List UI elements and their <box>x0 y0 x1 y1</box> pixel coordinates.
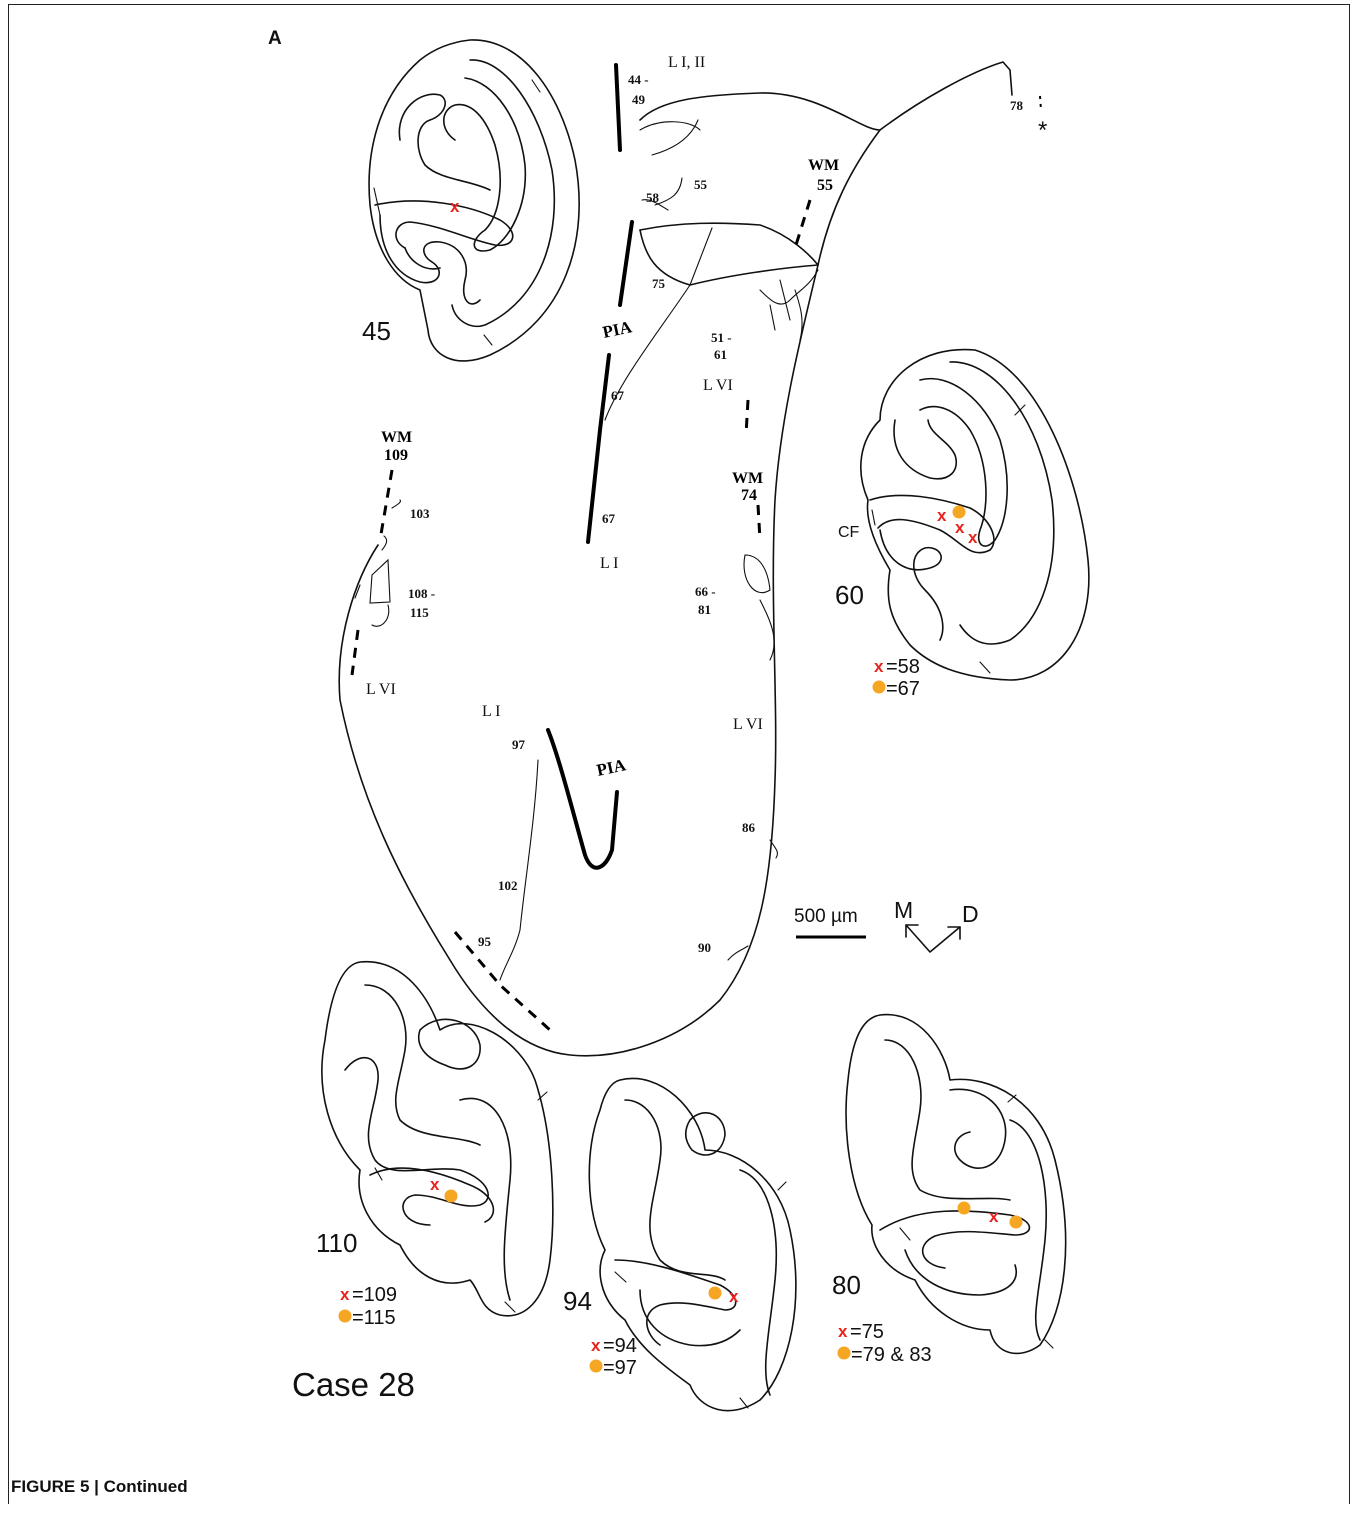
label-wm109a: WM <box>381 429 412 446</box>
marker-x: x <box>729 1287 739 1306</box>
label-75: 75 <box>652 276 666 291</box>
label-lvi-top: L VI <box>703 377 733 394</box>
label-66-81b: 81 <box>698 602 711 617</box>
orientation-medial: M <box>894 897 913 923</box>
label-li-low: L I <box>482 703 501 720</box>
label-67a: 67 <box>611 388 625 403</box>
label-95: 95 <box>478 934 492 949</box>
legend-x-glyph: x <box>591 1336 601 1355</box>
label-86: 86 <box>742 820 756 835</box>
label-lvi-right: L VI <box>733 716 763 733</box>
legend-dot-60: =67 <box>886 678 920 700</box>
pia-line-lower <box>548 730 617 868</box>
figure-caption: FIGURE 5 | Continued <box>11 1477 188 1497</box>
label-l1-2: L I, II <box>668 54 705 71</box>
wm-line-55 <box>796 200 810 245</box>
legend-x-60: =58 <box>886 656 920 678</box>
marker-dot <box>958 1202 971 1215</box>
label-103: 103 <box>410 506 430 521</box>
wm-line-78 <box>1040 96 1041 110</box>
label-wm55a: WM <box>808 157 839 174</box>
marker-dot <box>1010 1216 1023 1229</box>
section-60-outline <box>861 350 1089 680</box>
label-51-61a: 51 - <box>711 330 732 345</box>
label-108-115b: 115 <box>410 605 429 620</box>
label-cf: CF <box>838 524 860 541</box>
case-label: Case 28 <box>292 1366 415 1403</box>
legend-dot-94: =97 <box>603 1357 637 1379</box>
label-pia-bottom: PIA <box>595 755 628 780</box>
label-wm74a: WM <box>732 470 763 487</box>
scale-bar-label: 500 µm <box>794 906 858 927</box>
pia-line-upper <box>616 65 620 150</box>
legend-x-110: =109 <box>352 1284 397 1306</box>
marker-x: x <box>430 1175 440 1194</box>
label-lvi-left: L VI <box>366 681 396 698</box>
label-wm109b: 109 <box>384 447 408 464</box>
label-51-61b: 61 <box>714 347 727 362</box>
section-80-outline <box>846 1015 1066 1354</box>
label-wm74b: 74 <box>741 487 757 504</box>
legend-x-glyph: x <box>874 657 884 676</box>
section-number-110: 110 <box>316 1228 357 1258</box>
label-55: 55 <box>694 177 708 192</box>
label-97: 97 <box>512 737 526 752</box>
pia-line-mid <box>620 222 632 305</box>
label-pia-top: PIA <box>601 317 634 342</box>
marker-dot <box>953 506 966 519</box>
marker-dot <box>445 1190 458 1203</box>
legend-dot-icon <box>339 1310 352 1323</box>
legend-x-80: =75 <box>850 1321 884 1343</box>
marker-x: x <box>937 506 947 525</box>
label-108-115a: 108 - <box>408 586 435 601</box>
wm-line-mid <box>746 400 748 435</box>
wm-line-left <box>352 630 358 675</box>
orientation-arrows-icon <box>906 925 960 952</box>
legend-x-94: =94 <box>603 1335 637 1357</box>
legend-dot-icon <box>590 1360 603 1373</box>
label-58: 58 <box>646 190 660 205</box>
label-66-81a: 66 - <box>695 584 716 599</box>
label-li-mid: L I <box>600 555 619 572</box>
legend-dot-icon <box>873 681 886 694</box>
wm-line-74 <box>758 505 760 540</box>
label-asterisk: * <box>1038 117 1047 144</box>
section-45-outline <box>369 40 579 361</box>
section-number-45: 45 <box>362 316 391 346</box>
legend-x-glyph: x <box>340 1285 350 1304</box>
wm-line-bottom <box>455 932 550 1030</box>
marker-x: x <box>955 518 965 537</box>
marker-dot <box>709 1287 722 1300</box>
marker-x: x <box>968 528 978 547</box>
label-102: 102 <box>498 878 518 893</box>
label-wm55b: 55 <box>817 177 833 194</box>
wm-line-109 <box>380 470 392 540</box>
label-67b: 67 <box>602 511 616 526</box>
marker-x: x <box>450 197 460 216</box>
section-110-outline <box>322 962 553 1316</box>
panel-label: A <box>268 28 282 49</box>
section-number-60: 60 <box>835 580 864 610</box>
legend-dot-icon <box>838 1347 851 1360</box>
marker-x: x <box>989 1207 999 1226</box>
section-number-80: 80 <box>832 1270 861 1300</box>
label-44-49a: 44 - <box>628 72 649 87</box>
section-number-94: 94 <box>563 1286 592 1316</box>
label-44-49b: 49 <box>632 92 646 107</box>
legend-x-glyph: x <box>838 1322 848 1341</box>
label-90: 90 <box>698 940 711 955</box>
legend-dot-110: =115 <box>352 1307 396 1329</box>
orientation-dorsal: D <box>962 901 979 927</box>
legend-dot-80: =79 & 83 <box>851 1344 932 1366</box>
label-78: 78 <box>1010 98 1024 113</box>
